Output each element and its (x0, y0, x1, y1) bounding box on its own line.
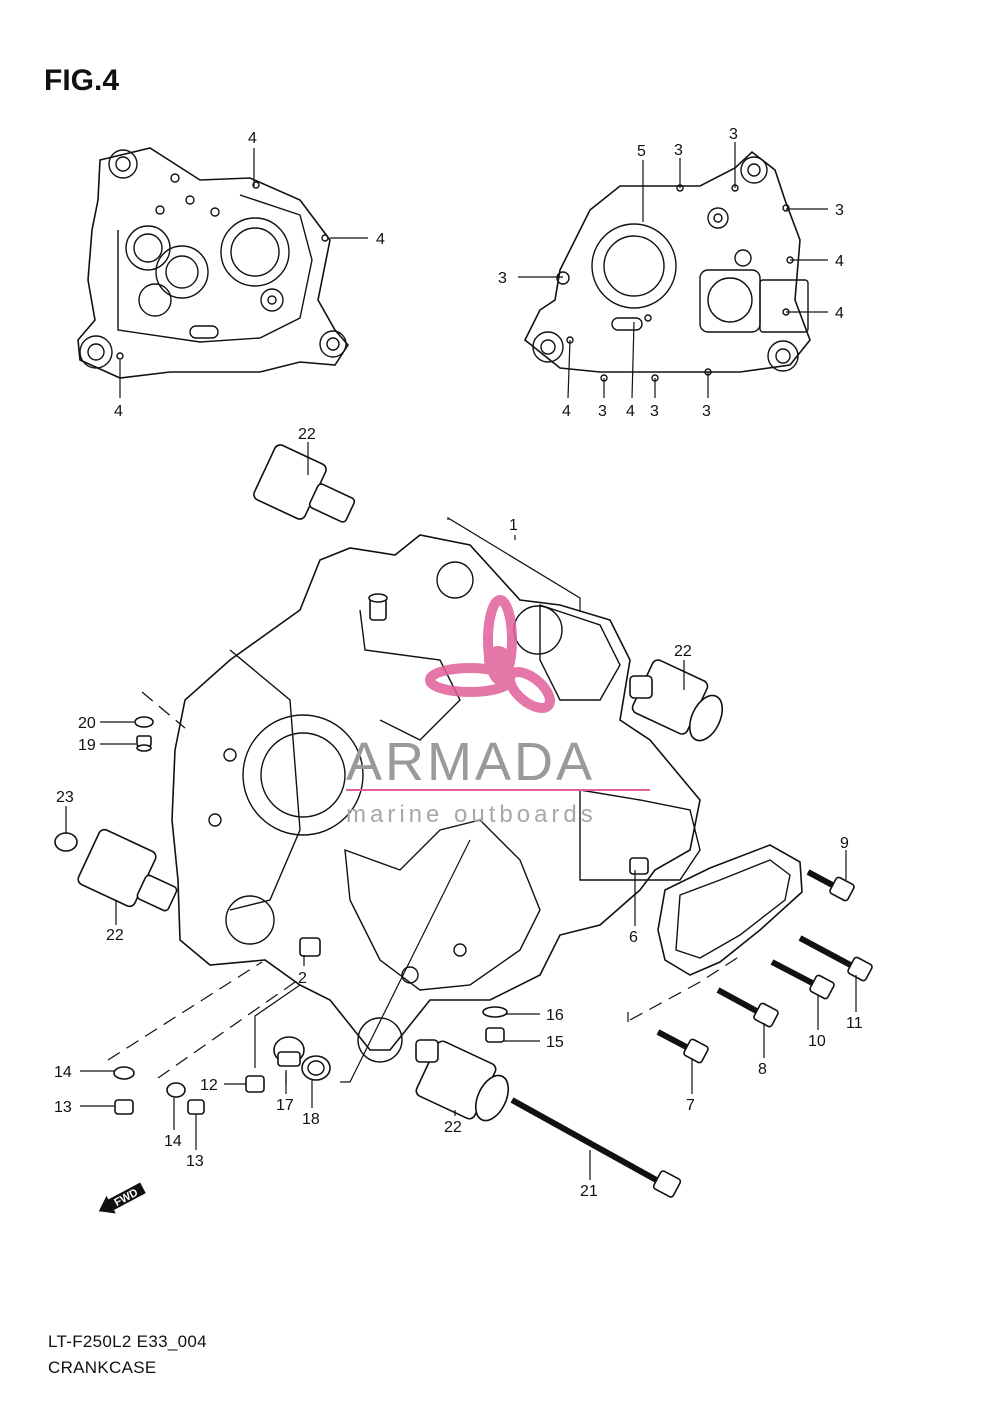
callout-label: 20 (78, 715, 96, 732)
callout-label: 3 (598, 403, 607, 420)
callout-label: 9 (840, 835, 849, 852)
callout-label: 7 (686, 1097, 695, 1114)
callout-label: 18 (302, 1111, 320, 1128)
callout-label: 4 (835, 253, 844, 270)
callout-label: 4 (248, 130, 257, 147)
callout-label: 16 (546, 1007, 564, 1024)
fwd-arrow: FWD (98, 1182, 146, 1214)
callout-label: 10 (808, 1033, 826, 1050)
callout-label: 3 (498, 270, 507, 287)
callout-labels: 4 4 4 5 3 3 3 3 4 4 4 3 4 3 3 22 1 22 20… (54, 126, 863, 1200)
bearing-top (253, 444, 356, 523)
callout-label: 17 (276, 1097, 294, 1114)
side-cover (657, 844, 803, 976)
callout-label: 14 (164, 1133, 182, 1150)
callout-label: 2 (298, 970, 307, 987)
callout-label: 8 (758, 1061, 767, 1078)
crankcase-left-half-inner-view (77, 147, 349, 379)
callout-label: 19 (78, 737, 96, 754)
callout-label: 3 (835, 202, 844, 219)
callout-label: 3 (674, 142, 683, 159)
callout-label: 4 (626, 403, 635, 420)
bearing-left (77, 828, 178, 912)
callout-label: 3 (729, 126, 738, 143)
small-parts (54, 716, 508, 1115)
callout-label: 11 (846, 1015, 863, 1032)
crankcase-assembly (171, 534, 701, 1063)
propeller-logo-icon (425, 595, 555, 713)
crankcase-right-half-view (523, 150, 811, 382)
callout-label: 13 (186, 1153, 204, 1170)
callout-leaders (65, 142, 857, 1180)
callout-label: 3 (702, 403, 711, 420)
bearing-bottom (415, 1039, 510, 1122)
callout-label: 4 (114, 403, 123, 420)
callout-label: 6 (629, 929, 638, 946)
watermark-brand: ARMADA (346, 732, 595, 792)
callout-label: 15 (546, 1034, 564, 1051)
callout-label: 22 (444, 1119, 462, 1136)
bolts (510, 869, 873, 1198)
callout-label: 22 (106, 927, 124, 944)
model-code: LT-F250L2 E33_004 (48, 1332, 207, 1351)
callout-label: 23 (56, 789, 74, 806)
callout-label: 4 (376, 231, 385, 248)
callout-label: 5 (637, 143, 646, 160)
callout-label: 1 (509, 517, 518, 534)
callout-label: 3 (650, 403, 659, 420)
callout-label: 14 (54, 1064, 72, 1081)
callout-label: 12 (200, 1077, 218, 1094)
section-name: CRANKCASE (48, 1358, 157, 1377)
callout-label: 22 (298, 426, 316, 443)
svg-text:FWD: FWD (112, 1187, 140, 1209)
callout-label: 4 (835, 305, 844, 322)
callout-label: 13 (54, 1099, 72, 1116)
leader-lines (107, 516, 741, 1085)
callout-label: 22 (674, 643, 692, 660)
callout-label: 21 (580, 1183, 598, 1200)
bearing-right (629, 659, 724, 742)
watermark-tagline: marine outboards (346, 801, 597, 828)
watermark: ARMADA marine outboards (346, 595, 650, 828)
callout-label: 4 (562, 403, 571, 420)
figure-title: FIG.4 (44, 64, 120, 97)
